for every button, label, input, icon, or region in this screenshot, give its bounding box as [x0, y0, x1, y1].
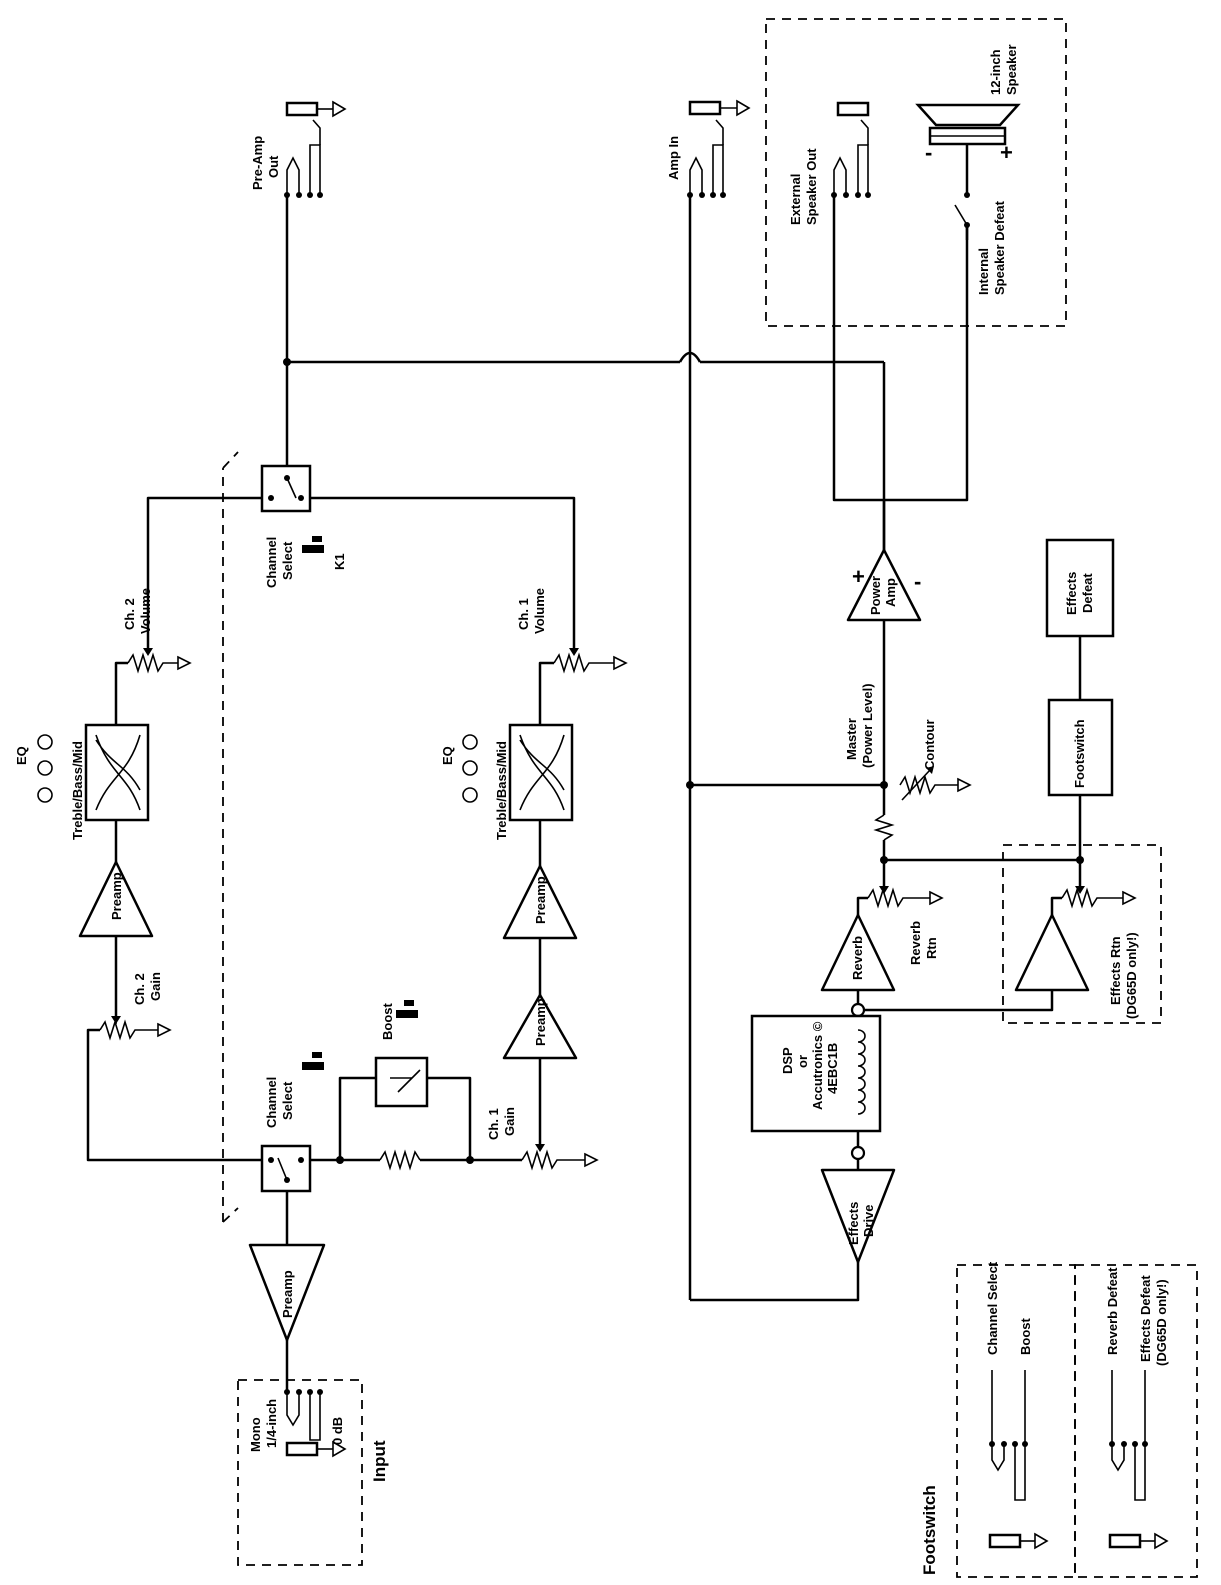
preamp-label-input: Preamp [280, 1270, 295, 1318]
power-amp-label: PowerAmp [868, 576, 898, 615]
external-speaker-out-label: ExternalSpeaker Out [788, 148, 819, 225]
input-title: Input [370, 1440, 389, 1482]
footswitch-box-label: Footswitch [1072, 719, 1087, 788]
tone-stack-label-ch2: Treble/Bass/Mid [70, 741, 85, 840]
fs-boost-label: Boost [1018, 1318, 1033, 1356]
channel-select-switch-input [260, 1144, 312, 1193]
preamp-label-ch1a: Preamp [533, 876, 548, 924]
ch2-gain-label: Ch. 2Gain [132, 972, 163, 1005]
preamp-label-ch2: Preamp [109, 872, 124, 920]
speaker-cone [915, 103, 1021, 127]
dsp-label: DSPorAccutronics ©4EBC1B [780, 1021, 840, 1110]
tone-stack-label-ch1: Treble/Bass/Mid [494, 741, 509, 840]
dsp-reverb-tank [750, 1014, 882, 1133]
eq-label-ch1: EQ [440, 746, 455, 765]
k1-relay-switch [260, 464, 312, 513]
external-speaker-out-jack [831, 101, 871, 198]
boost-label: Boost [380, 1003, 395, 1041]
ch1-preamp-b-triangle [502, 993, 578, 1060]
preamp-label-ch1b: Preamp [533, 998, 548, 1046]
ch1-volume-label: Ch. 1Volume [516, 588, 547, 634]
footswitch-jack-b [1108, 1370, 1169, 1550]
ch2-preamp-triangle [78, 860, 154, 938]
channel-select-k1-label: ChannelSelect [264, 537, 295, 588]
fs-reverb-defeat-label: Reverb Defeat [1105, 1267, 1120, 1355]
ch1-gain-label: Ch. 1Gain [486, 1107, 517, 1140]
ch2-volume-label: Ch. 2Volume [122, 588, 153, 634]
footswitch-box [1047, 698, 1114, 797]
footswitch-jack-a [988, 1370, 1049, 1550]
power-amp-triangle [846, 548, 922, 622]
speaker-label: 12-inchSpeaker [988, 44, 1019, 95]
footswitch-pedal-icon [302, 536, 418, 1070]
mono-input-label: Mono1/4-inch [248, 1399, 279, 1452]
input-section-outline [237, 1379, 363, 1566]
internal-speaker-defeat-label: InternalSpeaker Defeat [976, 200, 1007, 295]
amp-in-label: Amp In [666, 136, 681, 180]
input-preamp-triangle [248, 1243, 326, 1342]
footswitch-title: Footswitch [920, 1485, 939, 1575]
boost-switch [374, 1056, 429, 1108]
pre-amp-out-jack [284, 100, 347, 198]
pre-amp-out-label: Pre-AmpOut [250, 136, 281, 190]
effects-drive-triangle [820, 1168, 896, 1264]
power-amp-plus: + [852, 564, 865, 589]
reverb-rtn-label: ReverbRtn [908, 921, 939, 965]
speaker-minus: - [925, 140, 932, 165]
effects-drive-label: EffectsDrive [846, 1202, 876, 1245]
ch1-preamp-a-triangle [502, 864, 578, 940]
reverb-triangle [820, 913, 896, 992]
input-jack [284, 1389, 347, 1458]
fs-channel-select-label: Channel Select [985, 1261, 1000, 1355]
contour-label: Contour [922, 719, 937, 770]
speaker-plus: + [1000, 140, 1013, 165]
effects-rtn-triangle [1014, 913, 1090, 992]
power-amp-minus: - [914, 569, 921, 594]
footswitch-outline-a [956, 1264, 1076, 1578]
k1-label: K1 [332, 553, 347, 570]
reverb-label: Reverb [850, 936, 865, 980]
zero-db-label: 0 dB [330, 1417, 345, 1445]
channel-select-input-label: ChannelSelect [264, 1077, 295, 1128]
master-label: Master(Power Level) [844, 683, 875, 768]
effects-rtn-label: Effects Rtn(DG65D only!) [1108, 932, 1139, 1019]
eq-label-ch2: EQ [14, 746, 29, 765]
effects-defeat-box [1045, 538, 1115, 638]
effects-defeat-box-label: EffectsDefeat [1064, 572, 1095, 615]
footswitch-outline-b [1074, 1264, 1198, 1578]
amp-in-jack [687, 99, 751, 198]
speaker-section-outline [765, 18, 1067, 327]
effects-return-outline [1002, 844, 1162, 1024]
fs-effects-defeat-label: Effects Defeat(DG65D only!) [1138, 1275, 1169, 1366]
